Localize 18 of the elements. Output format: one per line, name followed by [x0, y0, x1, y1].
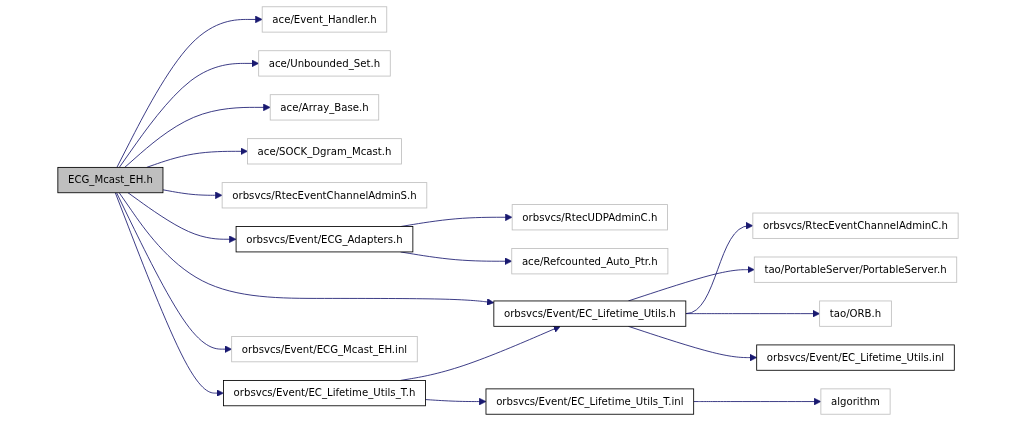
node-box: ace/Unbounded_Set.h [258, 50, 391, 77]
node-box: tao/ORB.h [819, 300, 892, 327]
node-box: orbsvcs/Event/EC_Lifetime_Utils.inl [756, 344, 955, 371]
node-box: ECG_Mcast_EH.h [57, 166, 164, 194]
node-box: ace/Array_Base.h [269, 94, 380, 121]
node-box: orbsvcs/Event/ECG_Adapters.h [235, 226, 414, 253]
node-box: orbsvcs/Event/EC_Lifetime_Utils_T.h [223, 380, 426, 407]
node-box: ace/Event_Handler.h [261, 6, 388, 33]
node-box: orbsvcs/RtecEventChannelAdminS.h [221, 182, 428, 209]
node-box: orbsvcs/RtecUDPAdminC.h [511, 204, 668, 231]
node-box: orbsvcs/Event/ECG_Mcast_EH.inl [231, 336, 418, 363]
node-box: orbsvcs/RtecEventChannelAdminC.h [752, 212, 959, 239]
node-box: ace/SOCK_Dgram_Mcast.h [247, 138, 402, 165]
node-box: orbsvcs/Event/EC_Lifetime_Utils.h [493, 300, 687, 327]
node-box: orbsvcs/Event/EC_Lifetime_Utils_T.inl [485, 388, 695, 415]
node-box: tao/PortableServer/PortableServer.h [753, 256, 958, 283]
node-box: ace/Refcounted_Auto_Ptr.h [511, 248, 669, 275]
node-box: algorithm [820, 388, 891, 415]
